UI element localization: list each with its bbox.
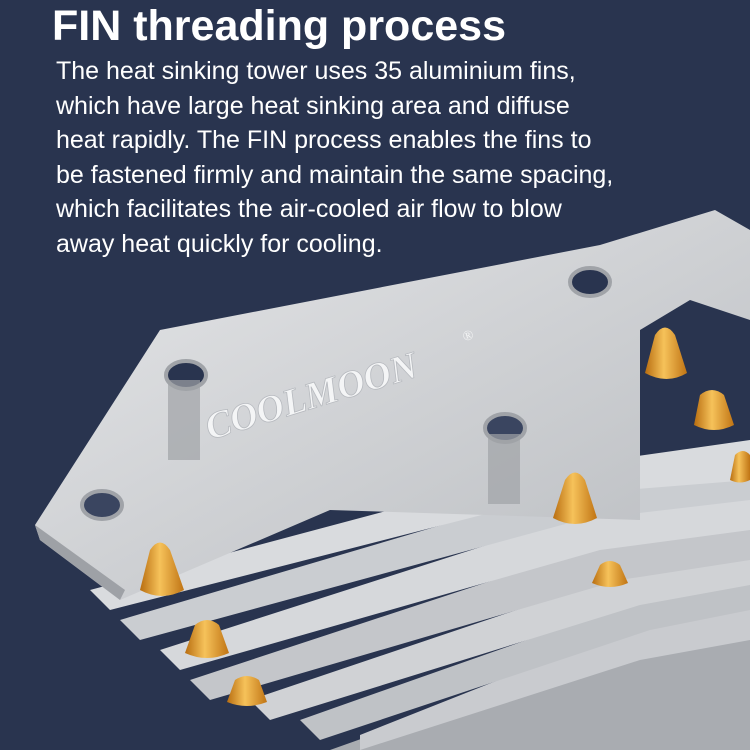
page-title: FIN threading process bbox=[52, 2, 506, 50]
description-line: The heat sinking tower uses 35 aluminium… bbox=[56, 57, 576, 85]
description-text: The heat sinking tower uses 35 aluminium… bbox=[56, 54, 736, 261]
description-line: heat rapidly. The FIN process enables th… bbox=[56, 126, 592, 154]
fin-stack bbox=[90, 440, 750, 750]
description-line: be fastened firmly and maintain the same… bbox=[56, 160, 614, 189]
description-line: which facilitates the air-cooled air flo… bbox=[56, 195, 562, 223]
heat-pipes bbox=[140, 327, 750, 706]
description-line: which have large heat sinking area and d… bbox=[56, 91, 570, 120]
svg-text:®: ® bbox=[461, 328, 476, 346]
description-line: away heat quickly for cooling. bbox=[56, 229, 383, 258]
